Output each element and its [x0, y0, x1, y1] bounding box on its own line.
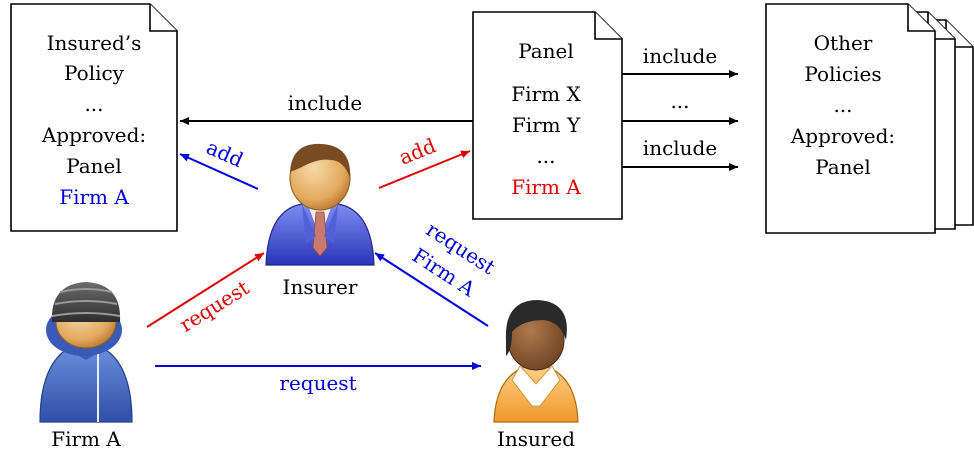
panel-to-other-label-1: include [643, 44, 717, 68]
firm-a-label: Firm A [51, 427, 121, 451]
insured-label: Insured [497, 427, 575, 451]
panel-to-insured-policy-label: include [288, 91, 362, 115]
firm-a-to-insurer-edge: request [146, 252, 265, 337]
panel-added-firm: Firm A [511, 175, 581, 199]
insured-figure: Insured [493, 300, 579, 451]
insurer-figure: Insurer [265, 143, 375, 299]
insured-policy-added-firm: Firm A [59, 185, 129, 209]
panel-to-other-label-2: ... [670, 89, 689, 113]
insured-policy-document: Insured’s Policy ... Approved: Panel Fir… [10, 3, 178, 232]
firm-a-to-insured-edge: request [155, 362, 481, 395]
panel-title: Panel [518, 39, 574, 63]
panel-to-insured-policy-edge: include [180, 91, 473, 125]
firm-a-to-insured-label: request [279, 371, 356, 395]
panel-document: Panel Firm X Firm Y ... Firm A [472, 11, 623, 220]
other-policies-line-2: Policies [804, 62, 881, 86]
insurer-to-panel-edge: add [378, 133, 471, 189]
insured-policy-line-1: Insured’s [47, 31, 142, 55]
panel-to-other-label-3: include [643, 136, 717, 160]
other-policies-line-3: ... [833, 93, 852, 117]
other-policies-documents: Other Policies ... Approved: Panel [765, 3, 974, 234]
insurer-to-panel-label: add [395, 133, 439, 169]
panel-to-other-policies-edges: include ... include [622, 44, 738, 171]
insurer-label: Insurer [283, 275, 358, 299]
other-policies-line-1: Other [814, 31, 873, 55]
insured-person-icon [493, 300, 579, 423]
insurer-to-insured-policy-edge: add [179, 135, 259, 190]
panel-line-3: ... [536, 144, 555, 168]
firm-a-figure: Firm A [39, 282, 133, 451]
other-policies-line-5: Panel [815, 155, 871, 179]
panel-line-2: Firm Y [512, 113, 581, 137]
insured-policy-line-4: Approved: [41, 123, 146, 147]
insured-policy-line-2: Policy [64, 61, 125, 85]
insured-policy-line-5: Panel [66, 154, 122, 178]
insured-to-insurer-edge: request Firm A [374, 217, 500, 327]
insured-policy-line-3: ... [84, 92, 103, 116]
insurer-person-icon [265, 143, 375, 266]
firm-a-person-icon [39, 282, 133, 423]
panel-line-1: Firm X [511, 82, 581, 106]
other-policies-line-4: Approved: [790, 124, 895, 148]
